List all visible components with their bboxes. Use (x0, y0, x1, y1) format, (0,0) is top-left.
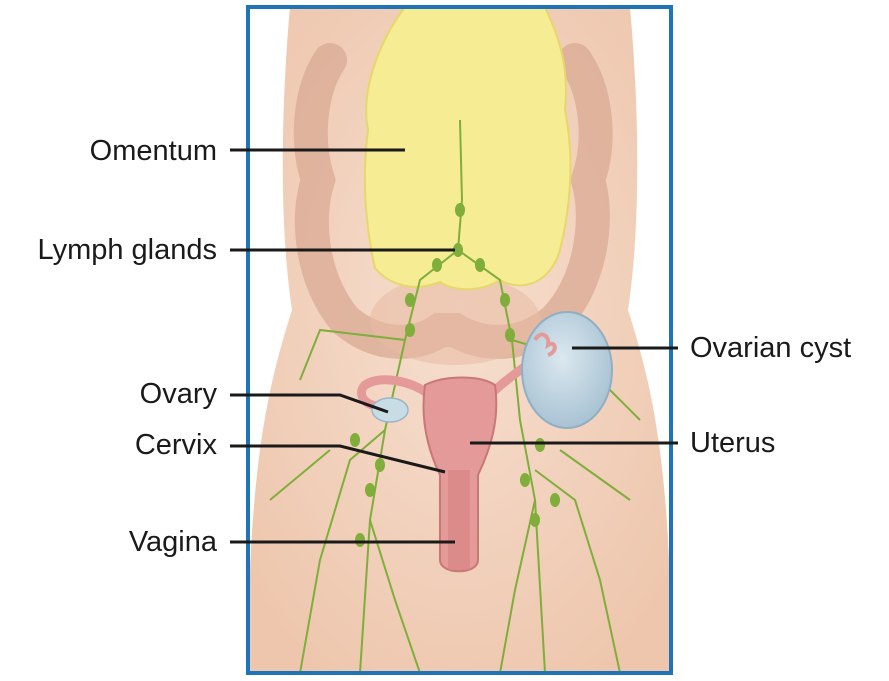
ovary-label: Ovary (140, 380, 217, 409)
ovarian-cyst-label: Ovarian cyst (690, 334, 851, 363)
vagina-canal (448, 470, 470, 570)
omentum-organ (365, 7, 571, 289)
omentum-label: Omentum (90, 137, 217, 166)
ovarian-cyst-organ (522, 312, 612, 428)
uterus-label: Uterus (690, 429, 775, 458)
ovary-organ (372, 398, 408, 422)
lymph-glands-label: Lymph glands (38, 236, 217, 265)
cervix-label: Cervix (135, 431, 217, 460)
vagina-label: Vagina (129, 528, 217, 557)
